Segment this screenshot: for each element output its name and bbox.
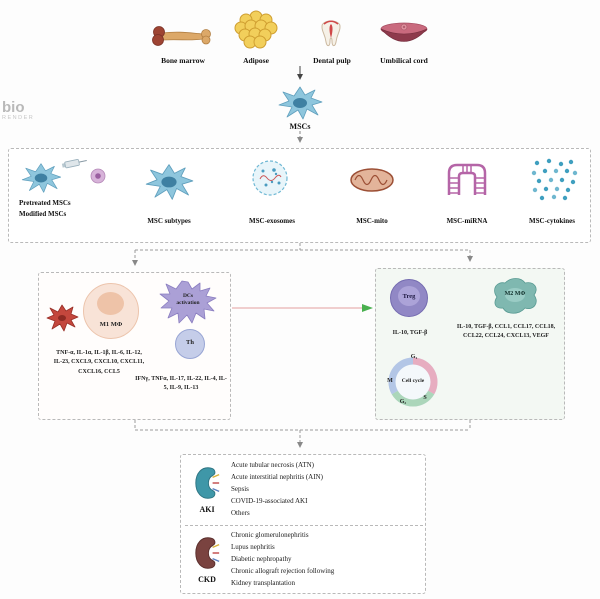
treg-nucleus-icon bbox=[398, 286, 420, 306]
msc-mirna-icon bbox=[447, 163, 487, 195]
treg-cell: Treg bbox=[390, 279, 428, 317]
msc-cell-icon bbox=[278, 86, 323, 120]
proinflammatory-cytokines: TNF-α, IL-1α, IL-1β, IL-6, IL-12, IL-23,… bbox=[53, 350, 145, 375]
aki-item: COVID-19-associated AKI bbox=[231, 497, 308, 505]
aki-label: AKI bbox=[199, 505, 215, 514]
m1-label: M1 MΦ bbox=[99, 321, 123, 328]
pretreated-label: Pretreated MSCs bbox=[19, 199, 71, 207]
diseases-box: AKI Acute tubular necrosis (ATN) Acute i… bbox=[180, 454, 426, 594]
subtypes-label: MSC subtypes bbox=[147, 217, 191, 225]
msc-cell-icon bbox=[21, 163, 62, 193]
th-cytokines: IFNγ, TNFα, IL-17, IL-22, IL-4, IL-5, IL… bbox=[135, 376, 227, 392]
source-dental-pulp-label: Dental pulp bbox=[313, 56, 351, 65]
ckd-item: Lupus nephritis bbox=[231, 543, 275, 551]
ckd-item: Chronic allograft rejection following bbox=[231, 567, 335, 575]
modalities-box: Pretreated MSCs Modified MSCs MSC subtyp… bbox=[8, 148, 591, 243]
regulatory-panel: Treg M2 MΦ IL-10, TGF-β IL-10, TGF-β, CC… bbox=[375, 268, 565, 420]
subtypes-cell-wrap bbox=[143, 161, 195, 203]
adipose-icon bbox=[234, 10, 278, 49]
watermark-bio: bio bbox=[2, 99, 25, 116]
dcs-cell: DCs activation bbox=[157, 279, 219, 327]
dcs-label-line2: activation bbox=[176, 300, 200, 307]
source-umbilical-cord-label: Umbilical cord bbox=[380, 56, 428, 65]
syringe-wrap bbox=[61, 155, 89, 171]
aki-item: Others bbox=[231, 509, 250, 517]
cell-cycle-g2: G₂ bbox=[399, 399, 407, 405]
tooth-icon bbox=[321, 20, 341, 47]
cell-cycle-s: S bbox=[423, 395, 427, 401]
aki-ckd-divider bbox=[185, 525, 423, 526]
th-label: Th bbox=[186, 339, 194, 346]
treg-cytokines: IL-10, TGF-β bbox=[392, 330, 428, 336]
injured-cell-icon bbox=[46, 304, 79, 332]
watermark: bio RENDER bbox=[2, 100, 34, 121]
source-dental-pulp bbox=[318, 14, 344, 50]
msc-hub-label: MSCs bbox=[289, 122, 311, 131]
ckd-item: Diabetic nephropathy bbox=[231, 555, 292, 563]
modified-label: Modified MSCs bbox=[19, 210, 67, 218]
cell-cycle: Cell cycle G₁ M G₂ S bbox=[384, 353, 442, 411]
msc-exosome-icon bbox=[252, 160, 288, 196]
watermark-render: RENDER bbox=[2, 115, 35, 121]
aki-kidney-icon bbox=[195, 467, 220, 499]
modified-cell-icon bbox=[90, 168, 106, 184]
bone-icon bbox=[152, 26, 211, 46]
modified-cell-wrap bbox=[89, 167, 107, 185]
treg-label: Treg bbox=[402, 293, 416, 300]
source-adipose bbox=[233, 10, 279, 50]
injured-cell-wrap bbox=[45, 303, 79, 333]
aki-item: Acute interstitial nephritis (AIN) bbox=[231, 473, 323, 481]
th-cell: Th bbox=[175, 329, 205, 359]
m1-nucleus-icon bbox=[97, 292, 124, 315]
ckd-item: Chronic glomerulonephritis bbox=[231, 531, 309, 539]
ckd-item: Kidney transplantation bbox=[231, 579, 295, 587]
syringe-icon bbox=[61, 159, 87, 169]
pretreated-msc-cell bbox=[19, 161, 63, 195]
immune-panel: M1 MΦ DCs activation Th TNF-α, IL-1α, IL… bbox=[38, 272, 231, 420]
m2-label: M2 MΦ bbox=[504, 291, 526, 297]
cell-cycle-label: Cell cycle bbox=[401, 378, 425, 384]
th-cell-icon bbox=[175, 329, 205, 359]
m2-macrophage-icon bbox=[494, 278, 537, 314]
msc-subtypes-icon bbox=[145, 164, 194, 200]
m2-cytokines: IL-10, TGF-β, CCL1, CCL17, CCL18, CCL22,… bbox=[456, 324, 556, 340]
cell-cycle-icon bbox=[388, 357, 438, 407]
mirna-label: MSC-miRNA bbox=[446, 217, 488, 225]
umbilical-cord-icon bbox=[380, 22, 428, 42]
ckd-kidney-wrap bbox=[193, 535, 221, 571]
ckd-label: CKD bbox=[198, 575, 216, 584]
mito-label: MSC-mito bbox=[356, 217, 388, 225]
aki-kidney-wrap bbox=[193, 465, 221, 501]
dcs-label: DCs activation bbox=[165, 293, 211, 307]
source-bone-marrow-label: Bone marrow bbox=[161, 56, 205, 65]
msc-mito-icon bbox=[350, 168, 394, 192]
cell-cycle-g1: G₁ bbox=[410, 354, 418, 360]
ckd-kidney-icon bbox=[195, 537, 220, 569]
msc-hub bbox=[276, 84, 324, 122]
source-adipose-label: Adipose bbox=[243, 56, 269, 65]
exosome-wrap bbox=[249, 157, 291, 199]
cytokines-wrap bbox=[529, 157, 579, 203]
source-umbilical-cord bbox=[378, 20, 430, 50]
aki-item: Acute tubular necrosis (ATN) bbox=[231, 461, 315, 469]
source-bone-marrow bbox=[150, 24, 216, 50]
msc-cytokines-icon bbox=[531, 158, 578, 201]
cytokines-label: MSC-cytokines bbox=[529, 217, 575, 225]
aki-item: Sepsis bbox=[231, 485, 249, 493]
m1-macrophage: M1 MΦ bbox=[83, 283, 139, 339]
cell-cycle-m: M bbox=[387, 378, 393, 384]
mito-wrap bbox=[349, 167, 395, 193]
mirna-wrap bbox=[441, 161, 493, 197]
exosomes-label: MSC-exosomes bbox=[249, 217, 295, 225]
dcs-label-line1: DCs bbox=[182, 293, 194, 299]
dendritic-cell-icon bbox=[159, 280, 217, 324]
m2-macrophage: M2 MΦ bbox=[486, 275, 544, 317]
